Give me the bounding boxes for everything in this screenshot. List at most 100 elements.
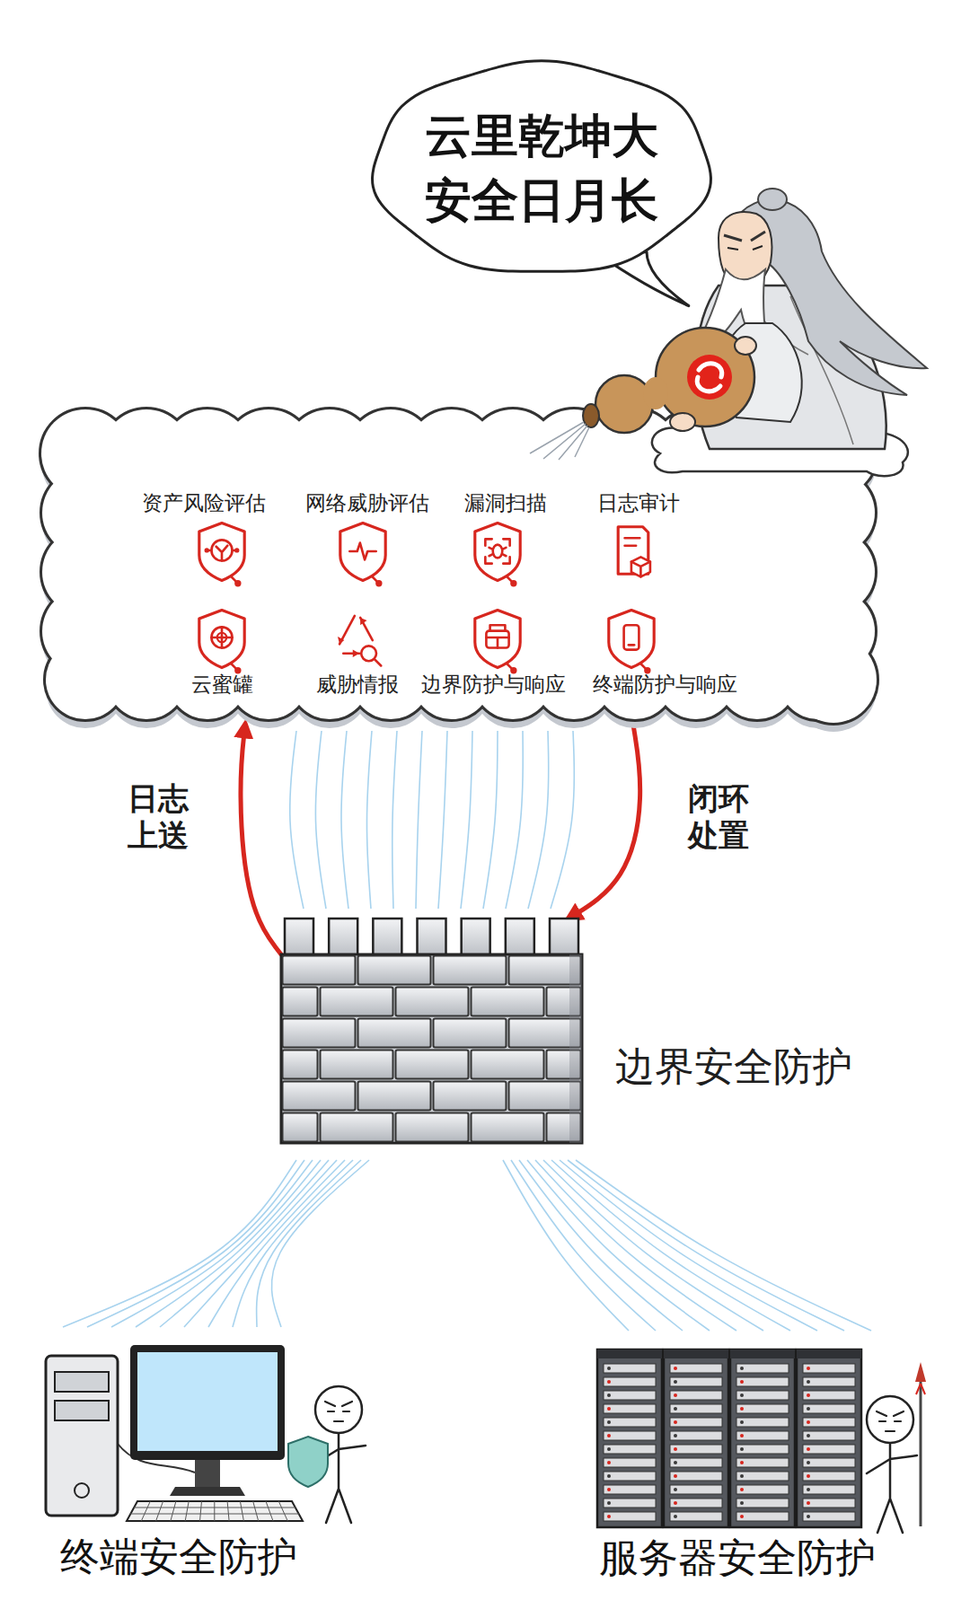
drive-bay: [54, 1401, 109, 1421]
light-ray: [483, 731, 498, 909]
hand: [670, 413, 696, 432]
circuit-line: [505, 575, 512, 582]
server-unit: [603, 1472, 656, 1482]
power-button: [74, 1483, 89, 1499]
service-label: 漏洞扫描: [464, 489, 547, 518]
text-cell: 终端安全防护: [60, 1531, 298, 1585]
cabinet-top: [597, 1349, 662, 1359]
service-label: 云蜜罐: [191, 670, 254, 699]
circuit-dot: [510, 580, 517, 587]
status-led: [673, 1366, 678, 1371]
service-icon: [608, 610, 654, 675]
brick: [282, 1113, 318, 1143]
server-cabinet: [796, 1349, 862, 1528]
light-ray: [135, 1160, 321, 1328]
stick-head: [315, 1386, 362, 1434]
server-unit: [670, 1512, 723, 1522]
status-led: [673, 1393, 678, 1398]
light-ray: [567, 1160, 845, 1332]
circuit-line: [370, 575, 377, 582]
service-icon: [475, 523, 521, 588]
brain-dot: [204, 547, 210, 553]
stern-face: [325, 1402, 353, 1422]
hand: [734, 336, 757, 355]
cube-edges: [631, 562, 651, 578]
text-cell: 边界防护与响应: [421, 670, 566, 699]
server-unit: [670, 1418, 723, 1428]
server-unit: [802, 1377, 856, 1387]
light-ray: [232, 1160, 353, 1328]
status-led: [806, 1474, 811, 1479]
shield-outline: [608, 610, 654, 669]
server-unit: [670, 1472, 723, 1482]
status-led: [806, 1420, 811, 1425]
shield-outline: [475, 610, 521, 669]
logo-disc: [687, 354, 732, 400]
status-led: [673, 1407, 678, 1411]
brick: [358, 1082, 432, 1112]
status-led: [607, 1488, 611, 1492]
phone-button: [628, 643, 635, 647]
server-unit: [736, 1364, 789, 1374]
service-label: 威胁情报: [316, 670, 399, 699]
server-unit: [670, 1391, 723, 1401]
server-cabinet: [597, 1349, 662, 1528]
edge-label: 日志上送: [123, 778, 192, 856]
status-led: [740, 1474, 744, 1479]
server-unit: [802, 1512, 856, 1522]
brick: [282, 956, 356, 986]
status-led: [806, 1434, 811, 1438]
server-unit: [736, 1499, 789, 1508]
cabinet-top: [730, 1349, 795, 1359]
brick: [433, 1019, 507, 1049]
brick: [396, 1050, 469, 1080]
light-ray: [62, 1160, 297, 1328]
circuit-dot: [375, 580, 382, 587]
monitor-screen: [137, 1352, 278, 1452]
server-rack: 服务器安全防护: [588, 1342, 939, 1588]
status-led: [806, 1393, 811, 1398]
bubble-outline: [371, 61, 711, 273]
server-unit: [603, 1364, 656, 1374]
cabinet-top: [796, 1349, 862, 1359]
server-unit: [603, 1431, 656, 1441]
server-unit: [736, 1377, 789, 1387]
brick: [396, 987, 469, 1017]
spear-tip: [915, 1362, 926, 1383]
status-led: [607, 1434, 611, 1438]
bug-glyph: [493, 545, 503, 559]
pouring-stream: [529, 422, 590, 460]
honeypot-cross: [211, 626, 232, 648]
status-led: [607, 1366, 611, 1371]
node-label: 边界安全防护: [615, 1040, 853, 1094]
status-led: [607, 1407, 611, 1411]
light-ray: [575, 1160, 872, 1332]
brick: [320, 1113, 394, 1143]
server-unit: [802, 1418, 856, 1428]
shield-outline: [199, 523, 245, 582]
light-ray: [528, 731, 549, 909]
keyboard: [126, 1501, 303, 1522]
status-led: [740, 1461, 744, 1465]
status-led: [673, 1474, 678, 1479]
topknot: [758, 188, 787, 211]
light-ray: [184, 1160, 337, 1328]
server-unit: [736, 1472, 789, 1482]
server-unit: [802, 1364, 856, 1374]
light-ray: [511, 1160, 656, 1332]
service-label: 终端防护与响应: [592, 670, 738, 699]
speech-text: 云里乾坤大 安全日月长: [424, 103, 659, 235]
text-cell: 网络威胁评估: [305, 489, 430, 518]
light-ray: [550, 731, 574, 909]
brick: [471, 1050, 545, 1080]
honeypot-glyph: [211, 626, 232, 648]
service-icon: [475, 610, 521, 675]
service-label: 网络威胁评估: [305, 489, 430, 518]
service-label: 资产风险评估: [141, 489, 266, 518]
status-led: [806, 1407, 811, 1411]
circuit-line: [505, 662, 512, 669]
status-led: [806, 1447, 811, 1452]
status-led: [740, 1380, 744, 1385]
server-unit: [603, 1512, 656, 1522]
